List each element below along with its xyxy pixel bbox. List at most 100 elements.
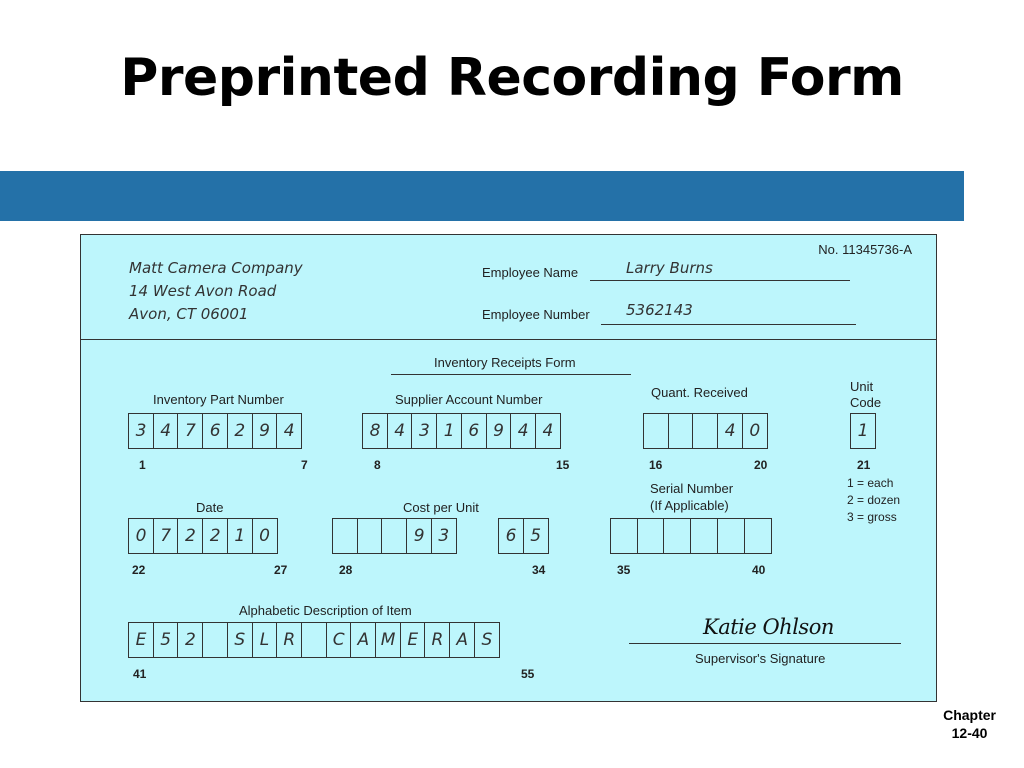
description-cell[interactable]: R bbox=[276, 622, 303, 658]
slide-footer: Chapter 12-40 bbox=[943, 706, 996, 742]
header-divider bbox=[81, 339, 936, 340]
supplier-account-cell[interactable]: 6 bbox=[460, 413, 487, 449]
quant-received-cell[interactable]: 0 bbox=[741, 413, 768, 449]
serial-number-end: 40 bbox=[752, 563, 766, 577]
title-divider-bar bbox=[0, 171, 964, 221]
cost-dollars-cell[interactable]: 9 bbox=[406, 518, 433, 554]
description-cell[interactable] bbox=[300, 622, 327, 658]
description-boxes[interactable]: E 5 2 S L R C A M E R A S bbox=[128, 622, 500, 658]
serial-number-boxes[interactable] bbox=[610, 518, 772, 554]
part-number-cell[interactable]: 9 bbox=[251, 413, 278, 449]
cost-per-unit-end: 34 bbox=[532, 563, 546, 577]
supplier-account-boxes[interactable]: 8 4 3 1 6 9 4 4 bbox=[362, 413, 561, 449]
quant-received-cell[interactable]: 4 bbox=[717, 413, 744, 449]
serial-number-cell[interactable] bbox=[636, 518, 665, 554]
part-number-cell[interactable]: 4 bbox=[152, 413, 179, 449]
description-cell[interactable]: S bbox=[226, 622, 253, 658]
employee-name-label: Employee Name bbox=[482, 265, 579, 280]
company-name: Matt Camera Company bbox=[129, 259, 303, 277]
date-cell[interactable]: 0 bbox=[128, 518, 154, 554]
part-number-cell[interactable]: 4 bbox=[276, 413, 303, 449]
description-cell[interactable]: A bbox=[350, 622, 377, 658]
form-title: Inventory Receipts Form bbox=[434, 355, 576, 370]
description-label: Alphabetic Description of Item bbox=[239, 603, 412, 618]
employee-number-label: Employee Number bbox=[482, 307, 590, 322]
part-number-label: Inventory Part Number bbox=[153, 392, 284, 407]
quant-received-end: 20 bbox=[754, 458, 768, 472]
description-cell[interactable]: 5 bbox=[152, 622, 179, 658]
date-cell[interactable]: 0 bbox=[251, 518, 278, 554]
supplier-account-cell[interactable]: 3 bbox=[411, 413, 438, 449]
part-number-cell[interactable]: 6 bbox=[202, 413, 229, 449]
serial-number-start: 35 bbox=[617, 563, 631, 577]
serial-number-cell[interactable] bbox=[716, 518, 745, 554]
cost-dollars-cell[interactable] bbox=[332, 518, 358, 554]
quant-received-boxes[interactable]: 4 0 bbox=[643, 413, 768, 449]
supplier-account-cell[interactable]: 4 bbox=[386, 413, 413, 449]
cost-dollars-cell[interactable]: 3 bbox=[430, 518, 457, 554]
date-end: 27 bbox=[274, 563, 288, 577]
form-number: No. 11345736-A bbox=[818, 242, 912, 257]
date-cell[interactable]: 1 bbox=[226, 518, 253, 554]
date-boxes[interactable]: 0 7 2 2 1 0 bbox=[128, 518, 278, 554]
description-cell[interactable]: A bbox=[449, 622, 476, 658]
unit-code-legend-dozen: 2 = dozen bbox=[847, 493, 901, 507]
employee-name-value[interactable]: Larry Burns bbox=[626, 259, 713, 277]
form-title-line bbox=[391, 374, 631, 375]
cost-dollars-cell[interactable] bbox=[381, 518, 408, 554]
serial-number-cell[interactable] bbox=[663, 518, 692, 554]
serial-number-cell[interactable] bbox=[743, 518, 772, 554]
supplier-account-cell[interactable]: 4 bbox=[534, 413, 561, 449]
part-number-cell[interactable]: 2 bbox=[226, 413, 253, 449]
part-number-cell[interactable]: 7 bbox=[177, 413, 204, 449]
supplier-account-cell[interactable]: 4 bbox=[510, 413, 537, 449]
cost-per-unit-start: 28 bbox=[339, 563, 353, 577]
cost-cents-cell[interactable]: 6 bbox=[498, 518, 524, 554]
description-cell[interactable] bbox=[202, 622, 229, 658]
part-number-cell[interactable]: 3 bbox=[128, 413, 154, 449]
serial-number-cell[interactable] bbox=[610, 518, 638, 554]
description-cell[interactable]: E bbox=[128, 622, 154, 658]
date-cell[interactable]: 2 bbox=[177, 518, 204, 554]
unit-code-start: 21 bbox=[857, 458, 871, 472]
cost-per-unit-label: Cost per Unit bbox=[403, 500, 479, 515]
supplier-account-cell[interactable]: 9 bbox=[485, 413, 512, 449]
quant-received-cell[interactable] bbox=[692, 413, 719, 449]
cost-cents-cell[interactable]: 5 bbox=[522, 518, 549, 554]
description-cell[interactable]: C bbox=[325, 622, 352, 658]
unit-code-label-1: Unit bbox=[850, 379, 874, 394]
supplier-account-cell[interactable]: 8 bbox=[362, 413, 388, 449]
description-cell[interactable]: S bbox=[473, 622, 500, 658]
quant-received-cell[interactable] bbox=[643, 413, 669, 449]
description-cell[interactable]: M bbox=[375, 622, 402, 658]
description-cell[interactable]: E bbox=[399, 622, 426, 658]
cost-dollars-cell[interactable] bbox=[356, 518, 383, 554]
supplier-account-cell[interactable]: 1 bbox=[436, 413, 463, 449]
footer-page: 12-40 bbox=[951, 725, 988, 741]
recording-form: No. 11345736-A Matt Camera Company 14 We… bbox=[80, 234, 937, 702]
employee-number-line bbox=[601, 324, 856, 325]
part-number-boxes[interactable]: 3 4 7 6 2 9 4 bbox=[128, 413, 303, 449]
quant-received-cell[interactable] bbox=[667, 413, 694, 449]
employee-number-value[interactable]: 5362143 bbox=[626, 301, 693, 319]
date-cell[interactable]: 2 bbox=[202, 518, 229, 554]
serial-number-label-2: (If Applicable) bbox=[650, 498, 729, 513]
signature-line bbox=[629, 643, 901, 644]
serial-number-cell[interactable] bbox=[690, 518, 719, 554]
date-start: 22 bbox=[132, 563, 146, 577]
part-number-start: 1 bbox=[139, 458, 146, 472]
unit-code-cell[interactable]: 1 bbox=[850, 413, 876, 449]
slide-title: Preprinted Recording Form bbox=[120, 48, 904, 108]
date-label: Date bbox=[196, 500, 224, 515]
description-cell[interactable]: L bbox=[251, 622, 278, 658]
unit-code-boxes[interactable]: 1 bbox=[850, 413, 876, 449]
supplier-account-end: 15 bbox=[556, 458, 570, 472]
description-cell[interactable]: 2 bbox=[177, 622, 204, 658]
serial-number-label-1: Serial Number bbox=[650, 481, 734, 496]
cost-dollars-boxes[interactable]: 9 3 bbox=[332, 518, 457, 554]
supervisor-signature[interactable]: Katie Ohlson bbox=[703, 615, 834, 639]
cost-cents-boxes[interactable]: 6 5 bbox=[498, 518, 549, 554]
date-cell[interactable]: 7 bbox=[152, 518, 179, 554]
signature-label: Supervisor's Signature bbox=[695, 651, 826, 666]
description-cell[interactable]: R bbox=[424, 622, 451, 658]
